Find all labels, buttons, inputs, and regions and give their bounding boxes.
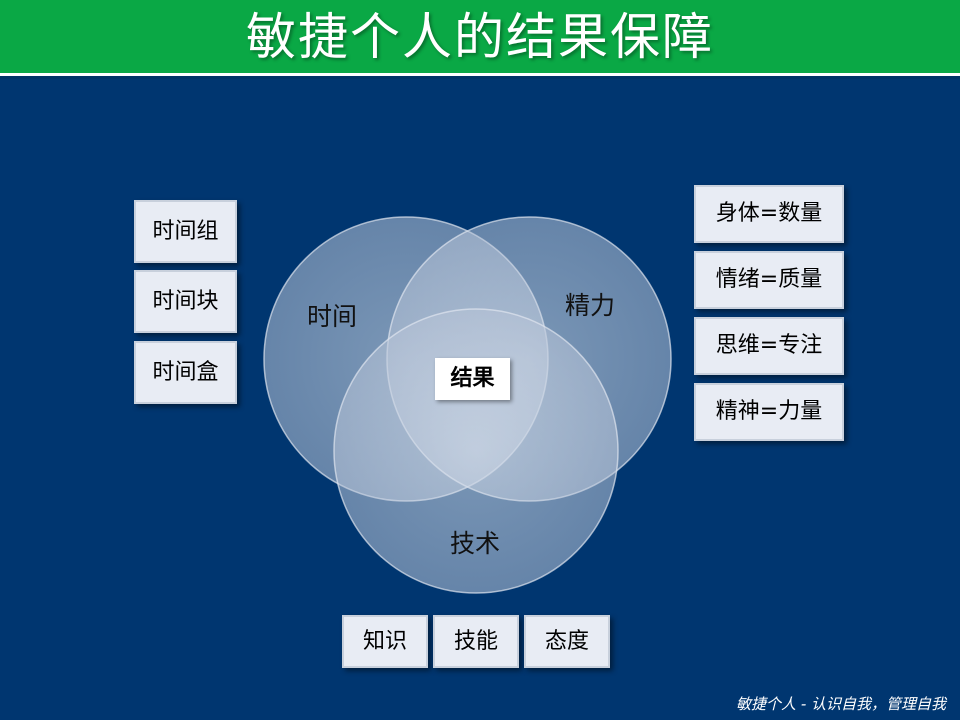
venn-label-time: 时间 [306,302,357,331]
energy-item-mind: 思维=专注 [694,317,844,375]
time-item-group: 时间组 [134,200,237,263]
venn-center-result: 结果 [435,358,510,400]
page-title: 敏捷个人的结果保障 [246,8,714,66]
venn-circle-skill [333,308,619,594]
footer-slogan: 敏捷个人 - 认识自我，管理自我 [736,695,946,713]
title-bar: 敏捷个人的结果保障 [0,0,960,76]
energy-item-body: 身体=数量 [694,185,844,243]
energy-item-spirit: 精神=力量 [694,383,844,441]
venn-label-energy: 精力 [564,291,615,320]
venn-label-skill: 技术 [449,529,500,558]
skill-item-attitude: 态度 [524,615,610,668]
time-item-block: 时间块 [134,270,237,333]
energy-item-emotion: 情绪=质量 [694,251,844,309]
skill-item-knowledge: 知识 [342,615,428,668]
skill-item-ability: 技能 [433,615,519,668]
time-item-box: 时间盒 [134,341,237,404]
